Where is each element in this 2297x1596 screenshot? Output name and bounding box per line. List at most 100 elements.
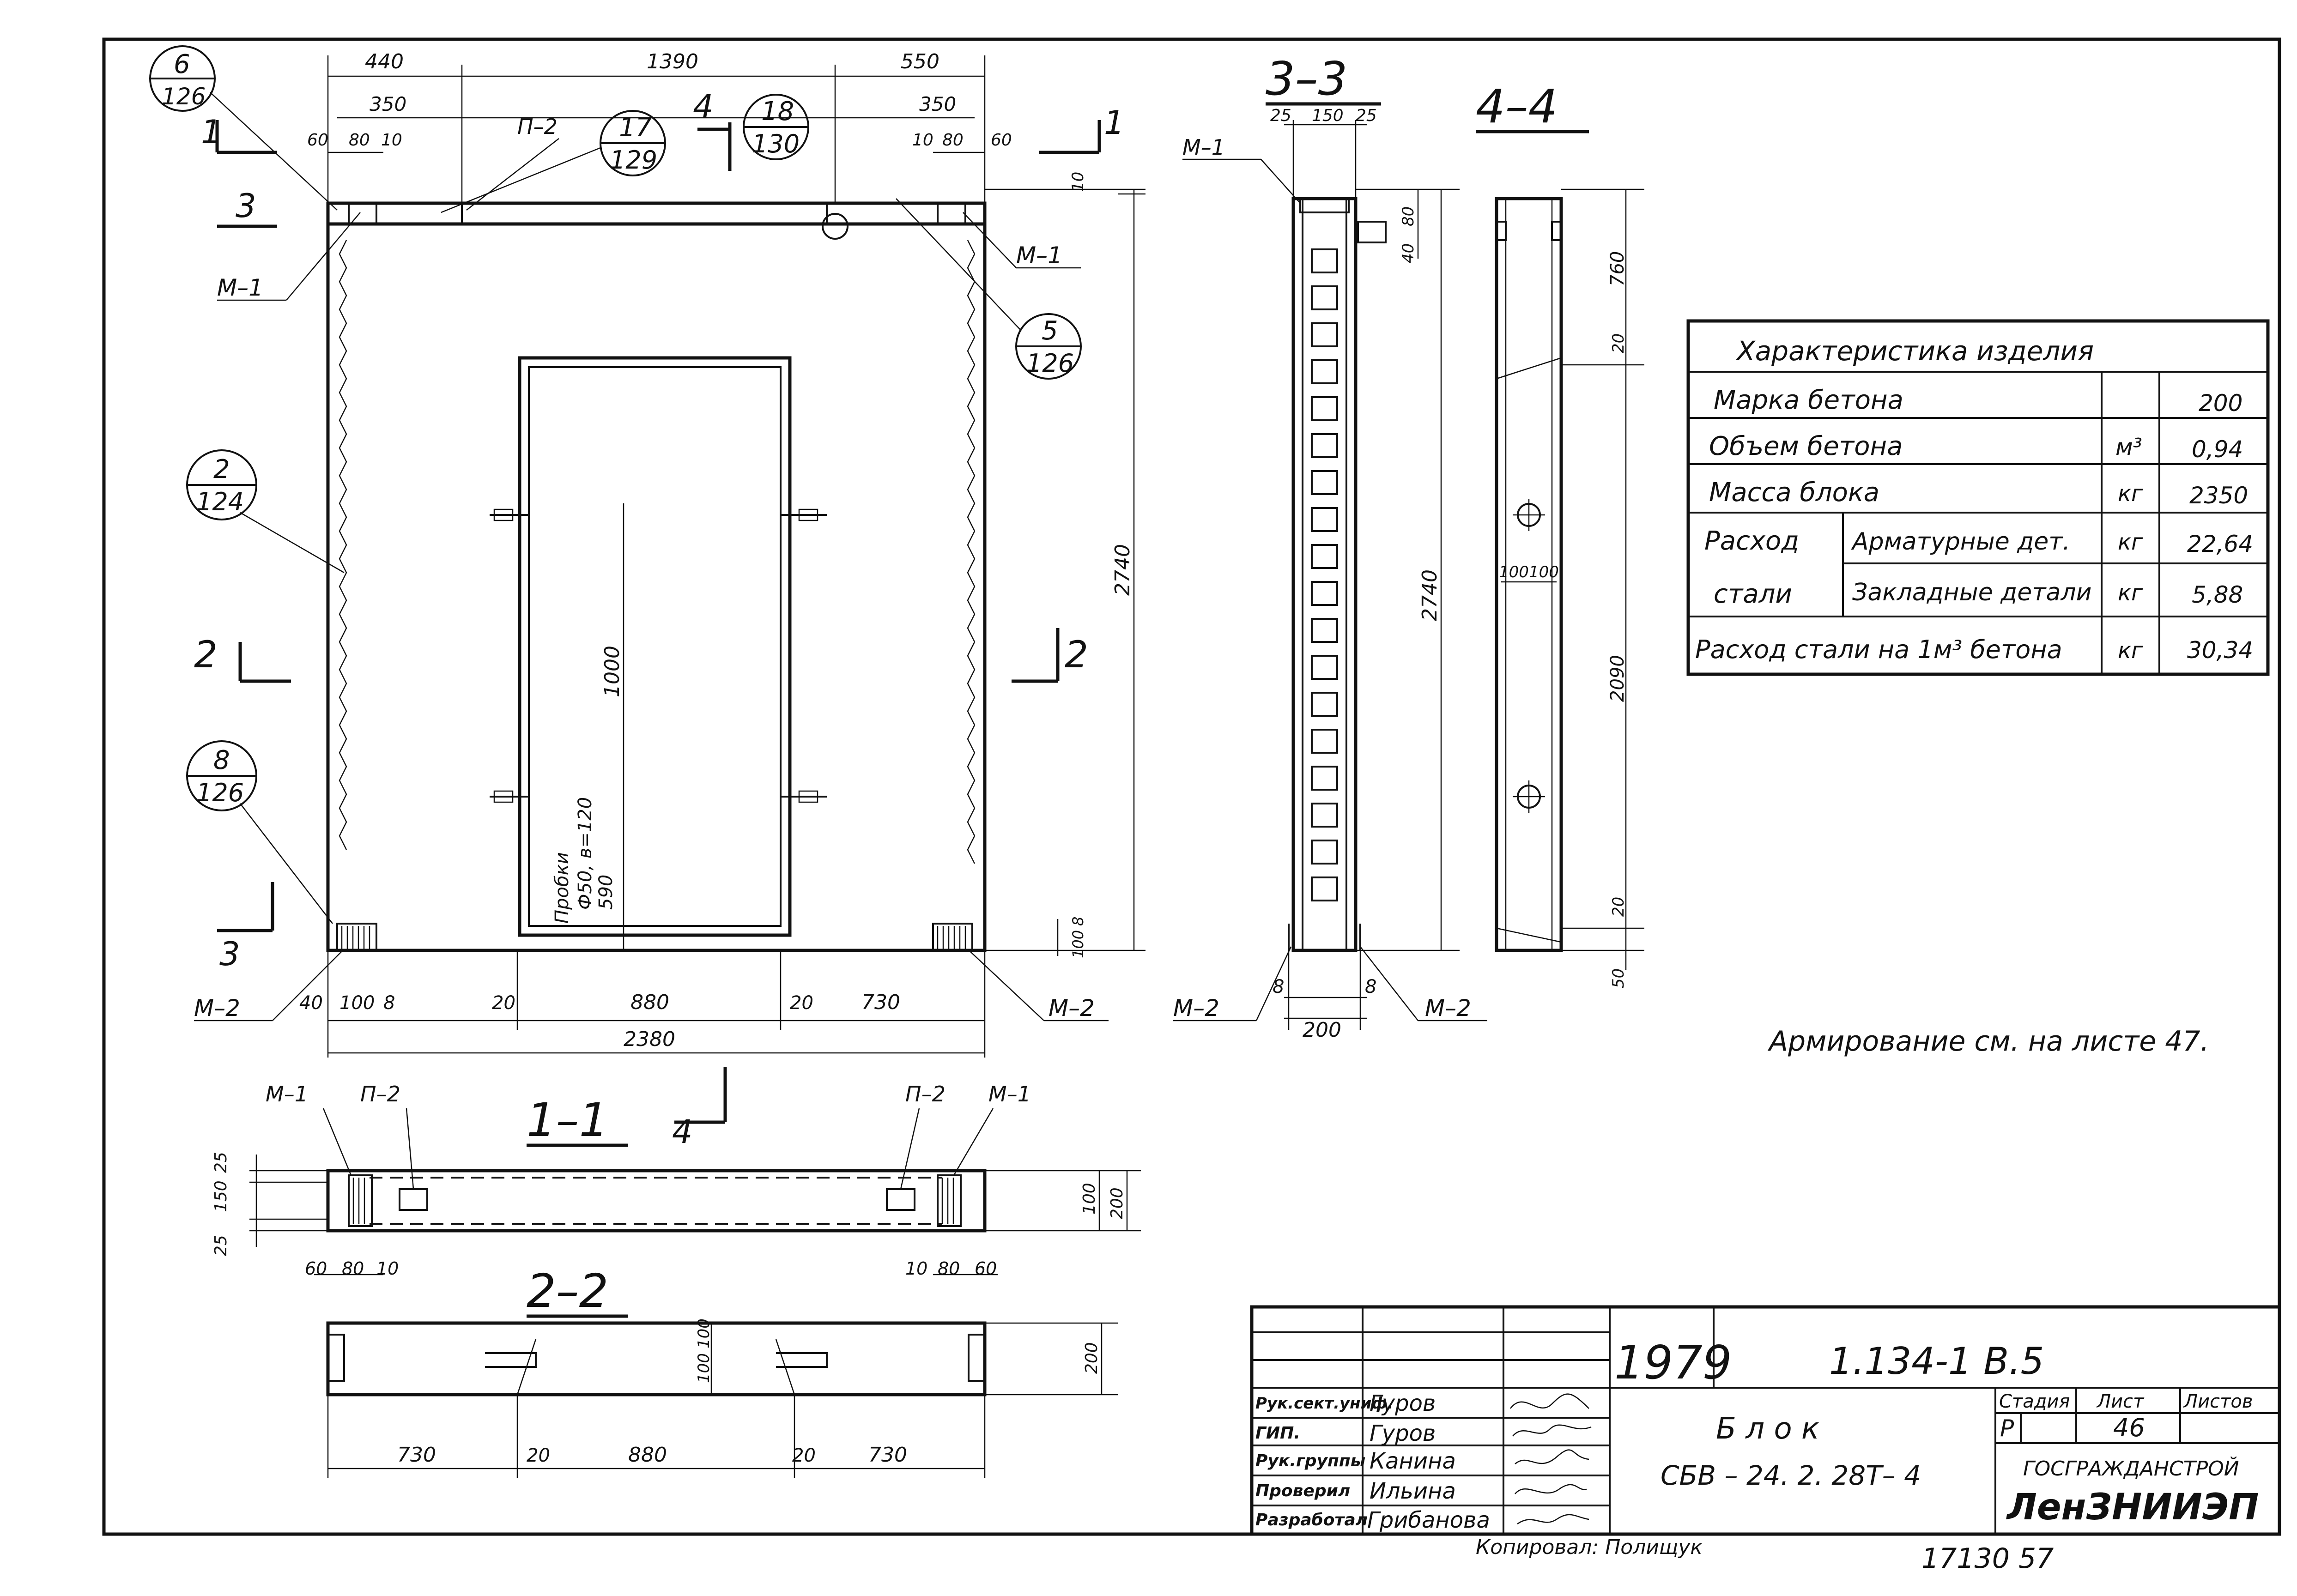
section-4-4: 4–4 760 20 2090 20 50 100 100	[1476, 79, 1644, 988]
svg-text:8: 8	[213, 745, 230, 775]
dim-right-8: 8	[1069, 917, 1087, 926]
block-outline	[326, 201, 987, 952]
tb-year: 1979	[1614, 1336, 1732, 1390]
row-block-mass-value: 2350	[2189, 482, 2248, 509]
row-embedded-label: Закладные детали	[1852, 579, 2091, 606]
cut-1-left: 1	[201, 113, 222, 151]
dim-60-left: 60	[307, 131, 328, 150]
dim-opening-1000: 1000	[600, 646, 624, 697]
dim-bottom-40: 40	[299, 992, 323, 1014]
tb-name-1: Гуров	[1370, 1421, 1436, 1446]
steel-label-2: стали	[1714, 579, 1792, 609]
svg-text:25: 25	[1270, 106, 1291, 125]
cut-2-left: 2	[194, 633, 218, 676]
svg-text:М–2: М–2	[1173, 995, 1219, 1022]
section-1-1-title: 1–1	[527, 1093, 608, 1147]
svg-text:100: 100	[695, 1353, 713, 1383]
tb-item-mark: СБВ – 24. 2. 28Т– 4	[1661, 1460, 1921, 1491]
section-3-3-title: 3–3	[1266, 52, 1347, 106]
svg-text:25: 25	[1356, 106, 1377, 125]
svg-text:60: 60	[305, 1258, 327, 1279]
svg-text:40: 40	[1399, 243, 1418, 263]
svg-text:6: 6	[174, 49, 190, 79]
svg-text:П–2: П–2	[360, 1082, 400, 1106]
svg-text:80: 80	[1399, 206, 1418, 226]
signatures	[1510, 1393, 1592, 1525]
copied-by: Копировал: Полищук	[1476, 1536, 1703, 1559]
tb-role-0: Рук.сект.униф.	[1255, 1394, 1393, 1413]
dim-80-right: 80	[942, 131, 964, 150]
title-block: 1979 1.134-1 В.5 Рук.сект.униф. ГИП. Рук…	[1250, 1305, 2281, 1536]
label-p2-top: П–2	[517, 114, 558, 139]
svg-text:760: 760	[1607, 251, 1628, 286]
svg-text:100: 100	[1499, 563, 1529, 581]
steel-label-1: Расход	[1704, 526, 1799, 556]
dim-right-10: 10	[1069, 172, 1087, 192]
svg-text:М–1: М–1	[988, 1082, 1031, 1106]
svg-text:М–1: М–1	[266, 1082, 308, 1106]
svg-text:8: 8	[1365, 976, 1376, 998]
svg-text:20: 20	[527, 1445, 550, 1466]
part-labels: П–2 М–1 М–1 М–2 М–2	[194, 114, 1109, 1022]
row-total-unit: кг	[2118, 638, 2143, 664]
row-rebar-value: 22,64	[2187, 531, 2253, 557]
svg-text:8: 8	[1273, 976, 1284, 998]
svg-text:М–2: М–2	[1425, 995, 1471, 1022]
svg-text:80: 80	[938, 1258, 960, 1279]
tb-role-4: Разработал	[1255, 1511, 1368, 1530]
callout-6-126: 6 126	[149, 45, 338, 211]
svg-text:200: 200	[1303, 1018, 1341, 1042]
cut-2-right: 2	[1065, 633, 1088, 676]
svg-text:200: 200	[1108, 1187, 1127, 1219]
tb-role-2: Рук.группы	[1255, 1451, 1365, 1470]
tb-role-1: ГИП.	[1255, 1424, 1300, 1443]
svg-text:126: 126	[162, 83, 206, 110]
row-concrete-grade-label: Марка бетона	[1714, 385, 1903, 415]
probki-dim: 590	[595, 875, 617, 910]
tb-org2: ЛенЗНИИЭП	[2006, 1487, 2259, 1528]
dim-80-left: 80	[349, 131, 370, 150]
dim-bottom-8: 8	[383, 992, 395, 1014]
dim-350-left: 350	[370, 93, 406, 115]
tb-stage-head: Стадия	[1999, 1391, 2070, 1412]
row-rebar-unit: кг	[2118, 529, 2143, 555]
tb-name-0: Гуров	[1370, 1390, 1436, 1416]
dim-total-2380: 2380	[624, 1028, 675, 1051]
callout-18-130: 18 130	[743, 94, 809, 160]
section-1-1: 1–1 25 150 25 100	[212, 1082, 1141, 1279]
tb-name-2: Канина	[1370, 1448, 1456, 1474]
svg-text:10: 10	[376, 1258, 399, 1279]
svg-text:880: 880	[628, 1443, 667, 1467]
probki-label: Пробки	[552, 852, 573, 924]
cut-4-top: 4	[693, 88, 714, 126]
svg-text:126: 126	[196, 778, 244, 807]
dim-right-100: 100	[1069, 930, 1087, 958]
section-2-2-title: 2–2	[527, 1264, 608, 1318]
row-concrete-grade-value: 200	[2199, 390, 2242, 417]
svg-text:17: 17	[619, 113, 652, 143]
svg-text:20: 20	[1609, 897, 1628, 917]
label-m2-right: М–2	[1048, 995, 1095, 1022]
row-embedded-unit: кг	[2118, 580, 2143, 606]
tb-item-name: Б л о к	[1716, 1412, 1819, 1446]
dim-bottom-730: 730	[861, 991, 900, 1014]
section-4-4-title: 4–4	[1476, 79, 1558, 133]
row-total-label: Расход стали на 1м³ бетона	[1695, 635, 2062, 664]
archive-number: 17130 57	[1921, 1542, 2054, 1575]
svg-text:100: 100	[1529, 563, 1559, 581]
svg-text:150: 150	[1312, 106, 1344, 125]
wood-plugs	[490, 508, 827, 803]
cut-3-bottom: 3	[219, 935, 240, 973]
svg-text:124: 124	[196, 487, 244, 516]
cut-1-right: 1	[1104, 104, 1125, 142]
cut-4-bottom: 4	[672, 1113, 693, 1151]
tb-sheet: 46	[2113, 1413, 2145, 1442]
svg-text:730: 730	[868, 1443, 907, 1467]
row-concrete-volume-unit: м³	[2115, 434, 2142, 460]
svg-text:20: 20	[1609, 333, 1628, 353]
row-embedded-value: 5,88	[2192, 581, 2243, 608]
table-title: Характеристика изделия	[1735, 335, 2094, 367]
svg-text:25: 25	[212, 1235, 230, 1256]
dim-bottom-20-right: 20	[790, 992, 813, 1014]
dim-height-2740: 2740	[1111, 544, 1134, 596]
